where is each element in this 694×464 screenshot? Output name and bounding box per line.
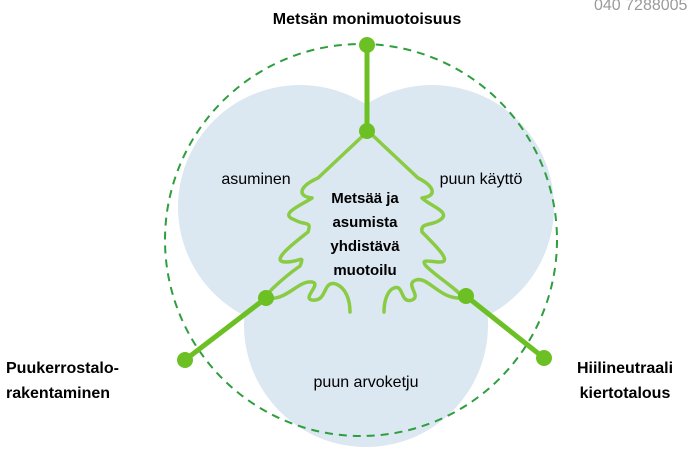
right-label-line-1: Hiilineutraali xyxy=(577,360,673,377)
circle-label-puun-kaytto: puun käyttö xyxy=(440,171,523,188)
dot-right-inner xyxy=(458,288,474,304)
left-label-line-1: Puukerrostalo- xyxy=(6,360,119,377)
circle-label-puun-arvoketju: puun arvoketju xyxy=(314,374,419,391)
left-label-line-2: rakentaminen xyxy=(6,385,110,402)
outer-dashed-ring xyxy=(164,43,558,437)
center-label-line-4: muotoilu xyxy=(333,262,396,279)
top-label: Metsän monimuotoisuus xyxy=(273,11,462,28)
center-label-line-2: asumista xyxy=(332,214,398,231)
circle-label-asuminen: asuminen xyxy=(221,171,290,188)
circle-puun-arvoketju xyxy=(244,203,488,447)
spoke-left xyxy=(183,296,268,362)
joint-dots xyxy=(177,37,552,368)
dot-top-outer xyxy=(359,37,375,53)
venn-circles xyxy=(178,85,554,447)
center-label-line-1: Metsää ja xyxy=(331,190,399,207)
dot-right-outer xyxy=(536,350,552,366)
dot-left-outer xyxy=(177,352,193,368)
tree-outline xyxy=(263,129,464,314)
dot-left-inner xyxy=(258,290,274,306)
spoke-right xyxy=(464,294,546,360)
center-label-line-3: yhdistävä xyxy=(330,238,400,255)
center-label: Metsää ja asumista yhdistävä muotoilu xyxy=(330,190,400,279)
dot-top-inner xyxy=(359,123,375,139)
right-label-line-2: kiertotalous xyxy=(580,385,671,402)
corner-text: 040 7288005 xyxy=(594,0,688,14)
spokes xyxy=(183,45,546,362)
